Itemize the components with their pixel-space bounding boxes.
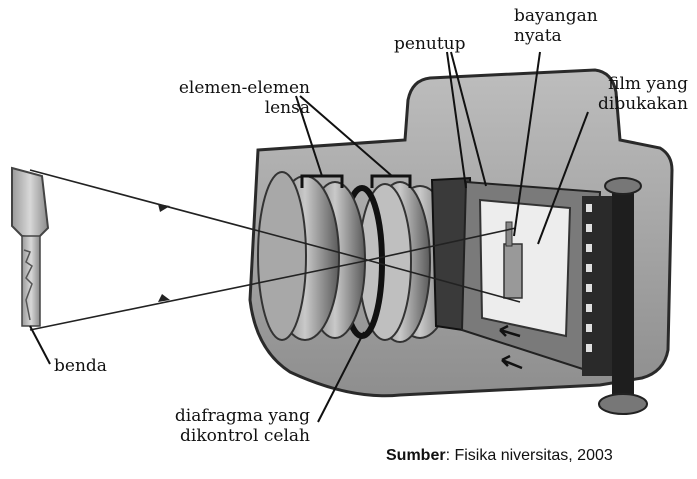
ray-arrow-upper: [158, 204, 170, 212]
object-key: [11, 166, 50, 327]
source-prefix: Sumber: [386, 447, 446, 464]
label-lens-elements: elemen-elemen lensa: [140, 78, 310, 118]
label-diaphragm-line1: diafragma yang: [174, 406, 310, 426]
label-lens-elements-line1: elemen-elemen: [178, 78, 310, 98]
source-text: : Fisika niversitas, 2003: [445, 447, 613, 464]
label-film: film yang dibukakan: [560, 74, 688, 114]
shutter-arrow-2: [501, 354, 523, 370]
lens-element-front: [257, 171, 366, 341]
ray-arrow-lower: [158, 294, 170, 302]
source-caption: Sumber: Fisika niversitas, 2003: [386, 447, 613, 465]
label-film-line1: film yang: [608, 74, 688, 94]
label-shutter: penutup: [394, 34, 466, 54]
shutter-arrow-1: [499, 324, 521, 338]
leader-lines: [29, 51, 589, 423]
film-perforations: [586, 204, 592, 352]
label-real-image-line1: bayangan: [514, 6, 598, 26]
label-film-line2: dibukakan: [598, 94, 688, 114]
label-real-image-line2: nyata: [514, 26, 562, 46]
label-diaphragm-line2: dikontrol celah: [180, 426, 310, 446]
film-spool: [598, 177, 648, 415]
light-rays: [29, 169, 521, 331]
real-image-key: [503, 221, 523, 299]
label-object: benda: [54, 356, 107, 376]
label-real-image: bayangan nyata: [514, 6, 598, 46]
film-frame: [478, 198, 572, 338]
label-diaphragm: diafragma yang dikontrol celah: [160, 406, 310, 446]
label-lens-elements-line2: lensa: [264, 98, 310, 118]
